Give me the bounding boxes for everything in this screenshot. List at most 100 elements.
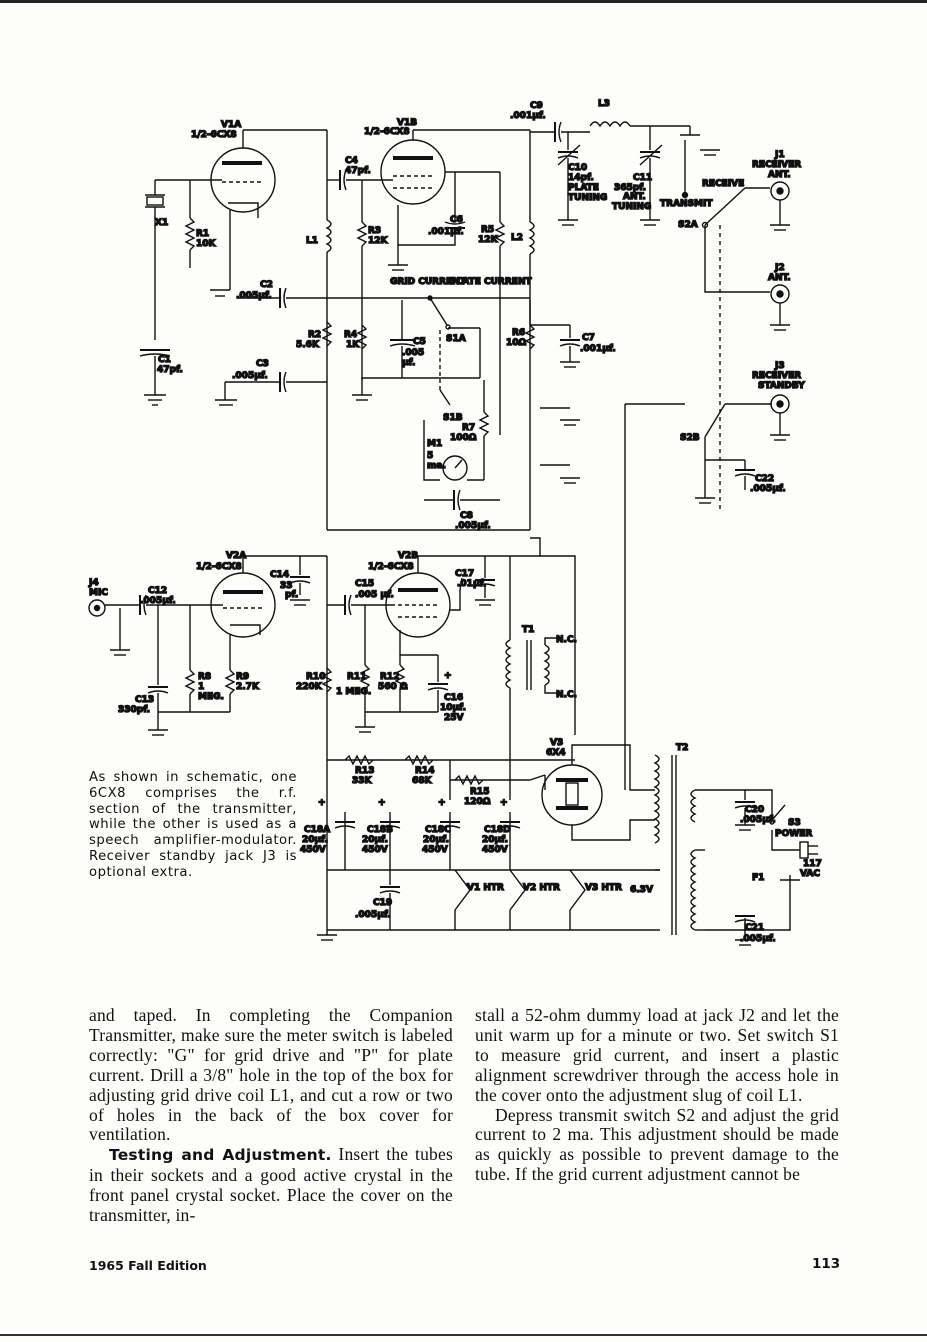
ac-voltage: 117 [803,859,822,869]
c12-value: .005μf. [140,596,176,606]
v2b-type: 1/2-6CX8 [368,562,414,572]
r6-ref: R6 [512,328,525,338]
r13-value: 33K [352,776,373,786]
c13-ref: C13 [135,695,154,705]
s2b-ref: S2B [680,433,700,443]
c14-ref: C14 [270,570,289,580]
r5-ref: R5 [481,225,494,235]
c18c-plus: + [438,798,446,808]
c18d-value-a: 20μf. [482,835,508,845]
footer-edition: 1965 Fall Edition [89,1258,207,1273]
text-column-left: and taped. In completing the Companion T… [89,1005,453,1226]
c2-ref: C2 [260,280,273,290]
c13-value: 330pf. [118,705,150,715]
schematic-caption: As shown in schematic, one 6CX8 comprise… [89,770,297,880]
transmit-label: TRANSMIT [660,199,713,209]
c5-ref: C5 [413,337,426,347]
x1-ref: X1 [155,218,168,228]
ac-unit: VAC [800,869,820,879]
s3-ref: S3 [788,818,801,828]
c21-ref: C21 [745,923,764,933]
j3-label-standby: STANDBY [758,381,805,391]
j1-ref: J1 [774,150,785,160]
c17-value: .01μf. [457,579,486,589]
c12-ref: C12 [148,586,167,596]
tube-v3 [541,764,603,826]
m1-ref: M1 [427,439,442,449]
c3-value: .005μf. [232,371,268,381]
j2-ref: J2 [774,263,785,273]
c18a-plus: + [318,798,326,808]
r3-value: 12K [368,236,389,246]
c11-note-ant: ANT. [623,192,646,202]
c4-ref: C4 [345,156,358,166]
c5-value-b: μf. [402,358,415,368]
c10-ref: C10 [568,163,587,173]
c4-value: 47pf. [345,166,371,176]
m1-range-num: 5 [427,451,433,461]
paragraph: Depress transmit switch S2 and adjust th… [475,1104,839,1185]
t1-nc-top: N.C. [556,635,577,645]
m1-range-unit: ma. [427,461,446,471]
c18d-ref: C18D [484,825,511,835]
paragraph: Testing and Adjustment. Insert the tubes… [89,1144,453,1226]
c18b-ref: C18B [367,825,393,835]
j4-label: MIC [89,588,108,598]
r12-value: 560 Ω [378,682,408,692]
c11-value: 365pf. [614,183,646,193]
c16-value-a: 10μf. [440,703,466,713]
s2a-ref: S2A [678,220,698,230]
c18d-plus: + [500,798,508,808]
c11-ref: C11 [633,173,652,183]
r8-value-b: MEG. [198,692,224,702]
c1-value: 47pf. [157,365,183,375]
c7-ref: C7 [582,333,595,343]
v1b-type: 1/2-6CX8 [364,127,410,137]
section-heading: Testing and Adjustment. [109,1146,332,1165]
v1b-ref: V1B [397,118,417,128]
r7-value: 100Ω [450,433,477,443]
htr-v3: V3 HTR [585,883,622,893]
r1-value: 10K [196,239,217,249]
l2-ref: L2 [511,233,523,243]
c18b-value-a: 20μf. [362,835,388,845]
c10-note-tuning: TUNING [568,193,607,203]
c20-value: .005μf. [740,815,776,825]
r13-ref: R13 [355,766,374,776]
v2a-type: 1/2-6CX8 [196,562,242,572]
c6-ref: C6 [450,215,463,225]
r10-ref: R10 [306,672,325,682]
c18d-value-b: 450V [482,845,508,855]
v2a-ref: V2A [226,551,246,561]
r11-value: 1 MEG. [336,687,371,697]
r4-value: 1K [346,340,360,350]
r9-value: 2.7K [236,682,260,692]
heater-voltage: 6.3V [630,885,653,895]
r1-ref: R1 [196,229,209,239]
v3-type: 6X4 [546,748,565,758]
c1-ref: C1 [158,355,171,365]
f1-ref: F1 [752,873,764,883]
r10-value: 220K [296,682,323,692]
c16-plus: + [444,671,452,681]
r15-value: 120Ω [464,797,491,807]
s3-label: POWER [775,829,812,839]
r4-ref: R4 [344,330,357,340]
c18c-ref: C18C [425,825,451,835]
c3-ref: C3 [256,359,269,369]
c9-ref: C9 [530,101,543,111]
r15-ref: R15 [470,787,489,797]
transmitter-schematic: V1A 1/2-6CX8 X1 R1 10K C2 .005μf. C1 47p… [87,98,822,946]
top-rule [0,0,927,3]
c18c-value-b: 450V [422,845,448,855]
v1a-ref: V1A [221,120,241,130]
r3-ref: R3 [368,226,381,236]
c18b-plus: + [378,798,386,808]
c15-value: .005 μf. [355,590,394,600]
page-number: 113 [812,1256,841,1272]
c8-ref: C8 [460,511,473,521]
l1-ref: L1 [306,236,318,246]
c7-value: .001μf. [580,344,616,354]
r14-value: 68K [412,776,433,786]
c6-value: .001μf. [428,227,464,237]
